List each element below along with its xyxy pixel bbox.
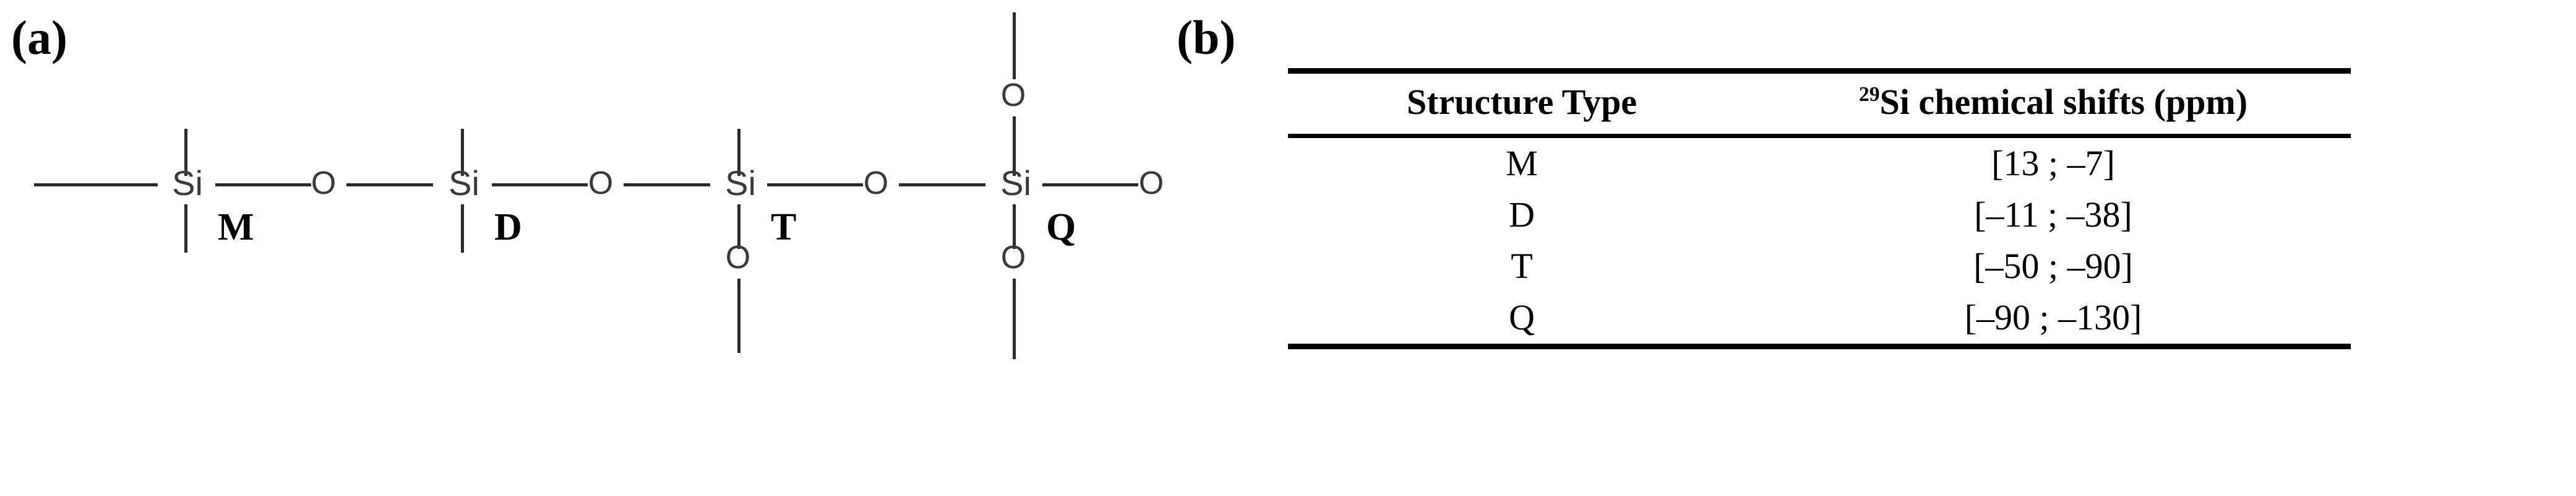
cell-structure-type: Q	[1288, 292, 1756, 349]
bond-o1-d	[346, 183, 433, 186]
cell-chemical-shift: [13 ; –7]	[1991, 142, 2115, 183]
atom-si-q: Si	[1000, 163, 1031, 202]
bond-m-o1	[215, 183, 311, 186]
shift-table: Structure Type 29Si chemical shifts (ppm…	[1288, 68, 2351, 349]
column-header-chemical-shifts: 29Si chemical shifts (ppm)	[1755, 68, 2351, 138]
cell-structure-type: T	[1511, 245, 1533, 286]
bond-o2-t	[624, 183, 710, 186]
bond-q-down-lower	[1013, 279, 1016, 359]
atom-o-bridge-1: O	[311, 165, 337, 201]
bond-t-down-upper	[737, 204, 741, 249]
bond-q-up-upper	[1013, 12, 1016, 79]
column-header-structure-type: Structure Type	[1288, 68, 1756, 138]
structure-tag-t: T	[771, 206, 797, 248]
bond-d-up	[461, 129, 464, 176]
atom-si-t: Si	[725, 163, 756, 202]
atom-si-d: Si	[449, 163, 479, 202]
structure-tag-m: M	[218, 206, 254, 248]
bond-m-down	[184, 204, 187, 253]
table-row: T [–50 ; –90]	[1288, 241, 2351, 292]
table-body: M [13 ; –7] D [–11 ; –38] T [–50 ; –90] …	[1288, 136, 2351, 349]
shift-table-container: Structure Type 29Si chemical shifts (ppm…	[1288, 68, 2351, 349]
bond-terminal-left	[34, 183, 158, 186]
bond-d-o2	[492, 183, 588, 186]
panel-a-label: (a)	[11, 11, 67, 64]
panel-b-label: (b)	[1177, 11, 1236, 64]
table-header-row: Structure Type 29Si chemical shifts (ppm…	[1288, 68, 2351, 138]
cell-structure-type: D	[1509, 194, 1535, 235]
cell-structure-type: M	[1506, 142, 1538, 183]
bond-t-up	[737, 129, 741, 176]
atom-o-q-above: O	[1000, 77, 1026, 113]
bond-q-up-lower	[1013, 116, 1016, 176]
table-row: D [–11 ; –38]	[1288, 189, 2351, 241]
atom-si-m: Si	[172, 163, 203, 202]
atom-o-terminal-right: O	[1138, 165, 1164, 201]
table-head: Structure Type 29Si chemical shifts (ppm…	[1288, 68, 2351, 138]
structure-tag-q: Q	[1046, 206, 1076, 248]
bond-t-o3	[767, 183, 863, 186]
column-header-chemical-shifts-text: Si chemical shifts (ppm)	[1879, 82, 2248, 122]
atom-o-t-below: O	[725, 240, 751, 276]
bond-d-down	[461, 204, 464, 253]
table-row: M [13 ; –7]	[1288, 136, 2351, 189]
isotope-superscript: 29	[1858, 83, 1880, 107]
bond-t-down-lower	[737, 279, 741, 353]
bond-q-down-upper	[1013, 204, 1016, 249]
structure-tag-d: D	[494, 206, 522, 248]
cell-chemical-shift: [–11 ; –38]	[1974, 194, 2132, 235]
bond-o3-q	[899, 183, 985, 186]
atom-o-bridge-2: O	[588, 165, 614, 201]
table-row: Q [–90 ; –130]	[1288, 292, 2351, 349]
cell-chemical-shift: [–50 ; –90]	[1973, 245, 2133, 286]
atom-o-q-below: O	[1000, 240, 1026, 276]
cell-chemical-shift: [–90 ; –130]	[1755, 292, 2351, 349]
structure-diagram-panel: (a) Si M O Si D O Si T O O O Si Q O O	[0, 0, 1175, 496]
atom-o-bridge-3: O	[863, 165, 889, 201]
bond-m-up	[184, 129, 187, 176]
bond-q-o4	[1042, 183, 1138, 186]
